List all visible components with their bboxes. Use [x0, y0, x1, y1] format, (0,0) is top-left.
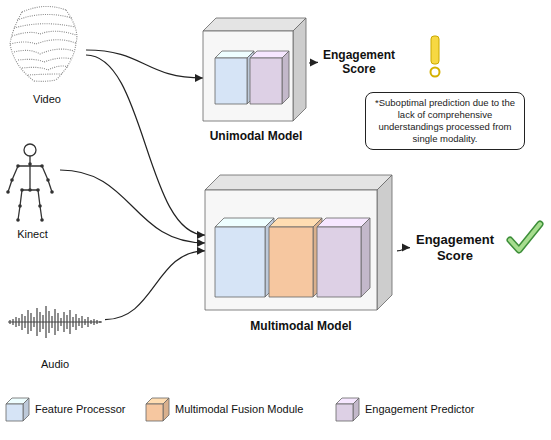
cube-side [163, 398, 169, 421]
model-label: Multimodal Model [250, 319, 351, 333]
connector-arrow [105, 251, 205, 320]
video-input: Video [8, 5, 86, 105]
audio-input: Audio [5, 298, 105, 370]
engagement-score: Engagement Score [318, 48, 400, 77]
legend-text: Feature Processor [35, 403, 125, 415]
cube-front [205, 190, 377, 310]
modality-label: Video [33, 93, 61, 105]
cube-side [377, 175, 392, 310]
kinect-skeleton [6, 144, 54, 222]
cube-side [293, 18, 306, 121]
legend-text: Engagement Predictor [365, 403, 474, 415]
cube-front [317, 227, 361, 297]
cube-side [353, 398, 359, 421]
module-cube [215, 218, 274, 297]
connector-arrow [86, 50, 203, 78]
module-cube [215, 51, 254, 104]
model-box-outline [203, 18, 308, 123]
module-cube [250, 51, 289, 104]
kinect-input: Kinect [5, 140, 60, 240]
cube-top [205, 175, 392, 190]
unimodal-model-box: Unimodal Model [203, 18, 309, 143]
model-housing [205, 175, 392, 310]
connector-arrow [309, 62, 318, 64]
cube-front [250, 58, 282, 104]
cube-front [215, 227, 265, 297]
warning-icon [431, 36, 440, 77]
connector-arrow [60, 170, 205, 243]
model-box-outline [205, 175, 394, 312]
cube-front [203, 31, 293, 121]
legend-item: Feature Processor [5, 396, 125, 422]
cube-side [361, 218, 370, 297]
legend-swatch [145, 396, 171, 422]
legend-swatch [5, 396, 31, 422]
audio-waveform [8, 306, 102, 338]
legend-text: Multimodal Fusion Module [175, 403, 303, 415]
cube-top [215, 218, 274, 227]
face-point-cloud [10, 6, 77, 81]
engagement-score: Engagement Score [410, 232, 500, 263]
cube-front [146, 404, 163, 421]
cube-front [6, 404, 23, 421]
note-text: *Suboptimal prediction due to the lack o… [372, 97, 518, 145]
connector-arrow [397, 248, 410, 251]
cube-side [282, 51, 289, 104]
cube-side [23, 398, 29, 421]
output-label: Engagement Score [318, 48, 400, 77]
check-icon [510, 224, 540, 250]
legend-item: Engagement Predictor [335, 396, 474, 422]
model-label: Unimodal Model [210, 129, 303, 143]
cube-front [336, 404, 353, 421]
cube-front [215, 58, 247, 104]
cube-front [269, 227, 313, 297]
modality-label: Audio [41, 358, 69, 370]
output-label: Engagement Score [410, 232, 500, 263]
model-housing [203, 18, 306, 121]
connector-arrow [86, 55, 205, 235]
modality-label: Kinect [17, 228, 48, 240]
note-box: *Suboptimal prediction due to the lack o… [365, 92, 525, 150]
module-cube [269, 218, 322, 297]
legend-item: Multimodal Fusion Module [145, 396, 303, 422]
swatch-cube [6, 398, 29, 421]
module-cube [317, 218, 370, 297]
multimodal-model-box: Multimodal Model [205, 175, 397, 333]
legend-swatch [335, 396, 361, 422]
swatch-cube [336, 398, 359, 421]
cube-top [203, 18, 306, 31]
swatch-cube [146, 398, 169, 421]
